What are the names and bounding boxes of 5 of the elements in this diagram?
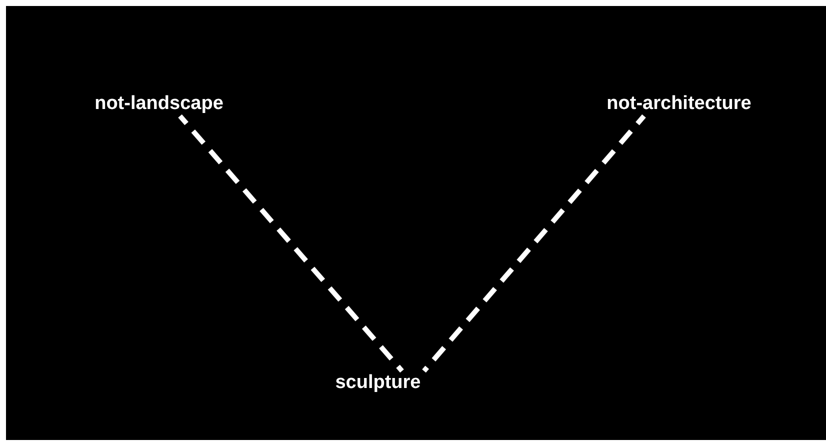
node-label: not-architecture (574, 92, 784, 116)
dashed-line (178, 114, 404, 373)
dashed-line (422, 114, 646, 373)
node-label: not-landscape (64, 92, 254, 116)
node-label: sculpture (320, 371, 436, 395)
